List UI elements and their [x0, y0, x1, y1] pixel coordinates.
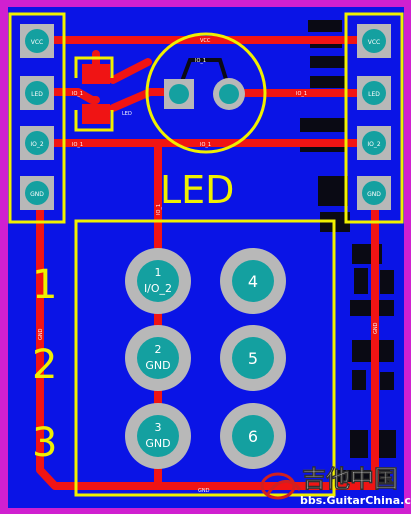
big-pad-6-num: 6 — [248, 427, 258, 446]
watermark-title: 吉他中国 — [302, 465, 398, 493]
pad-left-1: VCC — [20, 24, 54, 58]
big-pad-1-net: I/O_2 — [144, 282, 172, 295]
pad-right-2-label: LED — [368, 91, 380, 98]
pad-left-4: GND — [20, 176, 54, 210]
big-pad-2-net: GND — [145, 359, 170, 372]
net-label-gnd-right: GND — [373, 322, 379, 334]
net-labels: VCC IO_1 IO_1 LED IO_1 IO_1 IO_1 GND GND… — [38, 38, 379, 494]
pad-right-4-label: GND — [367, 191, 381, 198]
big-pad-3: 3 GND — [125, 403, 191, 469]
big-pad-2-num: 2 — [155, 343, 162, 356]
pad-left-3: IO_2 — [20, 126, 54, 160]
watermark: 吉他中国 bbs.GuitarChina.com — [260, 465, 411, 507]
pad-right-1-label: VCC — [368, 39, 380, 46]
pad-right-3-label: IO_2 — [367, 141, 380, 148]
watermark-url: bbs.GuitarChina.com — [300, 494, 411, 507]
net-label-led-left: IO_1 — [72, 91, 83, 97]
right-header-outline — [344, 12, 404, 224]
pad-right-3: IO_2 — [357, 126, 391, 160]
big-pad-1: 1 I/O_2 — [125, 248, 191, 314]
pad-left-4-label: GND — [30, 191, 44, 198]
net-label-gnd-bottom: GND — [198, 488, 210, 494]
big-pad-4-num: 4 — [248, 272, 258, 291]
pad-right-4: GND — [357, 176, 391, 210]
right-header: VCC LED IO_2 GND — [357, 24, 391, 210]
pad-left-1-label: VCC — [31, 39, 43, 46]
big-pad-3-net: GND — [145, 437, 170, 450]
resistor-pads — [82, 64, 110, 124]
big-pad-3-num: 3 — [155, 421, 162, 434]
net-label-led-top: IO_1 — [195, 58, 206, 64]
row-number-1: 1 — [32, 262, 57, 308]
big-pad-2: 2 GND — [125, 325, 191, 391]
pad-left-2: LED — [20, 76, 54, 110]
led-silk-text: LED — [160, 168, 234, 212]
net-label-io-right: IO_1 — [200, 142, 211, 148]
big-pad-4: 4 — [220, 248, 286, 314]
row-number-3: 3 — [32, 420, 57, 466]
row-numbers: 1 2 3 — [32, 262, 57, 466]
thin-trace — [176, 58, 232, 94]
pad-right-2: LED — [357, 76, 391, 110]
silkscreen — [8, 12, 404, 497]
big-pad-6: 6 — [220, 403, 286, 469]
left-header: VCC LED IO_2 GND — [20, 24, 54, 210]
net-label-vcc: VCC — [200, 38, 211, 44]
watermark-logo-icon — [260, 472, 296, 500]
pad-right-1: VCC — [357, 24, 391, 58]
big-pad-5-num: 5 — [248, 349, 258, 368]
switch-outline — [74, 219, 336, 497]
big-pads: 1 I/O_2 4 2 GND 5 3 GND 6 — [125, 248, 286, 469]
pad-left-3-label: IO_2 — [30, 141, 43, 148]
big-pad-5: 5 — [220, 325, 286, 391]
resistor-outline — [74, 56, 114, 132]
left-header-outline — [8, 12, 66, 224]
led-pads — [164, 78, 245, 110]
row-number-2: 2 — [32, 342, 57, 388]
net-label-io-vertical: IO_1 — [156, 204, 162, 215]
big-pad-1-num: 1 — [155, 266, 162, 279]
pad-left-2-label: LED — [31, 91, 43, 98]
net-label-led: LED — [122, 111, 132, 117]
net-label-led-right: IO_1 — [296, 91, 307, 97]
led-outline — [145, 32, 267, 154]
net-label-gnd-left: GND — [38, 328, 44, 340]
net-label-io-left: IO_1 — [72, 142, 83, 148]
